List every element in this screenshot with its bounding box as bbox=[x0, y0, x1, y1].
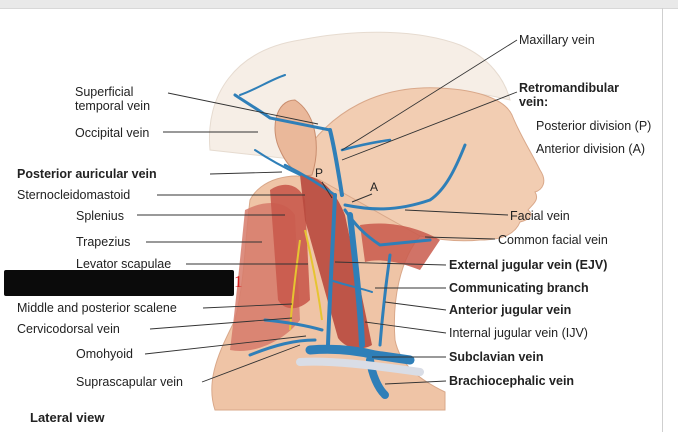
subclavian-vein-path bbox=[305, 344, 415, 365]
arrow-posterior bbox=[321, 181, 333, 199]
maxillary-vein-label: Maxillary vein bbox=[519, 33, 595, 47]
marker-a: A bbox=[370, 180, 379, 194]
ijv-label: Internal jugular vein (IJV) bbox=[449, 326, 588, 340]
occipital-vein-label: Occipital vein bbox=[75, 126, 150, 140]
common-facial-vein-label: Common facial vein bbox=[498, 233, 608, 247]
posterior-auricular-path bbox=[283, 163, 337, 197]
anterior-division-label: Anterior division (A) bbox=[536, 142, 646, 156]
ejv-label: External jugular vein (EJV) bbox=[449, 258, 608, 272]
vein-network bbox=[233, 74, 467, 399]
anterior-neck-muscles bbox=[360, 223, 440, 270]
trapezius-label: Trapezius bbox=[76, 235, 131, 249]
omohyoid-label: Omohyoid bbox=[76, 347, 133, 361]
facial-vein-label: Facial vein bbox=[510, 209, 570, 223]
window-top-bar bbox=[0, 0, 678, 9]
splenius-label: Splenius bbox=[76, 209, 124, 223]
subclavian-vein-label: Subclavian vein bbox=[449, 350, 544, 364]
maxillary-vein-path bbox=[340, 138, 392, 152]
anterior-jugular-label: Anterior jugular vein bbox=[449, 303, 572, 317]
occipital-vein-path bbox=[254, 149, 301, 176]
posterior-division-label: Posterior division (P) bbox=[536, 119, 652, 133]
levator-scapulae-label: Levator scapulae bbox=[76, 257, 172, 271]
retromandibular-label-2: vein: bbox=[519, 95, 549, 109]
facial-vein-path bbox=[343, 143, 467, 211]
sternocleidomastoid-label: Sternocleidomastoid bbox=[17, 188, 131, 202]
nerve-branch-1 bbox=[304, 229, 323, 321]
suprascapular-vein-path bbox=[248, 338, 317, 357]
posterior-auricular-label: Posterior auricular vein bbox=[17, 167, 157, 181]
cervicodorsal-vein-label: Cervicodorsal vein bbox=[17, 322, 120, 336]
arrow-anterior bbox=[351, 193, 373, 203]
ijv-path bbox=[347, 212, 365, 348]
cervicodorsal-vein-path bbox=[263, 318, 324, 332]
retromandibular-vein-path bbox=[328, 128, 344, 197]
superficial-temporal-vein-path bbox=[233, 93, 332, 132]
page-edge-line bbox=[662, 8, 663, 432]
redaction-box bbox=[4, 270, 234, 296]
superficial-temporal-label-2: temporal vein bbox=[75, 99, 151, 113]
middle-posterior-scalene-label: Middle and posterior scalene bbox=[17, 301, 177, 315]
marker-p: P bbox=[315, 166, 324, 180]
clavicle-shape bbox=[296, 357, 424, 376]
communicating-branch-label: Communicating branch bbox=[449, 281, 589, 295]
suprascapular-vein-label: Suprascapular vein bbox=[76, 375, 184, 389]
handwritten-annotation: 1 bbox=[234, 272, 243, 291]
brachiocephalic-vein-label: Brachiocephalic vein bbox=[449, 374, 575, 388]
figure-caption: Lateral view bbox=[30, 410, 105, 425]
leader-lines bbox=[137, 39, 518, 385]
splenius-muscle bbox=[270, 184, 310, 309]
anterior-jugular-path bbox=[378, 253, 392, 347]
retromandibular-label-1: Retromandibular bbox=[519, 81, 620, 95]
nerve-branch-2 bbox=[289, 239, 301, 331]
superficial-temporal-label-1: Superficial bbox=[75, 85, 134, 99]
ejv-path bbox=[326, 193, 337, 347]
communicating-branch-path bbox=[329, 279, 373, 293]
